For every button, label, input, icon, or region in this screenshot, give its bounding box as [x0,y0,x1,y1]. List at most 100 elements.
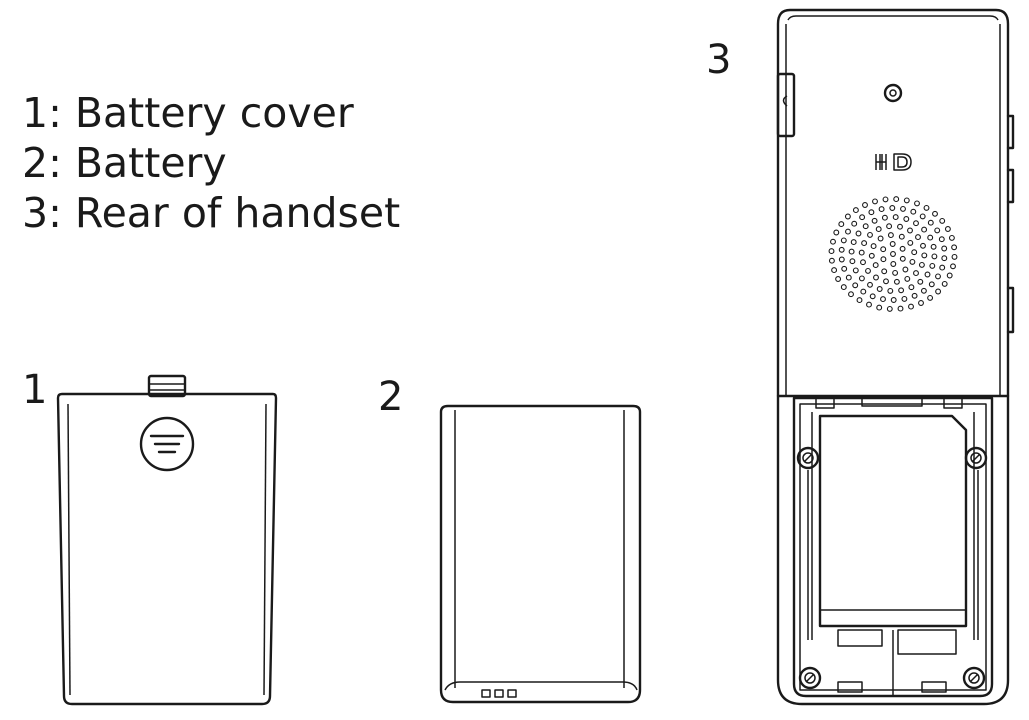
speaker-hole [903,197,910,204]
legend-item-battery-cover: 1: Battery cover [22,89,354,137]
battery-contact [494,689,504,698]
battery-contact [507,689,517,698]
speaker-hole [893,278,900,285]
speaker-hole [913,220,919,227]
speaker-hole [870,243,877,250]
speaker-hole [908,284,915,291]
speaker-hole [845,274,852,281]
speaker-hole [927,219,934,226]
screw-icon [964,446,988,470]
speaker-hole [856,297,863,304]
speaker-hole [876,304,883,311]
speaker-hole [915,234,921,241]
speaker-hole [881,214,888,221]
microphone-icon [883,83,903,103]
speaker-hole [886,223,893,230]
battery-cover-release-icon [139,416,195,472]
speaker-hole [939,217,946,224]
side-button [1006,286,1015,334]
speaker-hole [934,227,941,234]
speaker-hole [840,237,847,244]
speaker-hole [919,213,926,220]
speaker-hole [892,269,899,276]
speaker-hole [868,209,875,216]
side-button [1006,168,1015,204]
speaker-hole [918,261,925,268]
speaker-hole [914,200,920,207]
speaker-hole [890,261,897,267]
battery-cover-drawing [56,374,278,706]
speaker-hole [935,273,941,280]
speaker-hole [946,272,953,279]
speaker-hole [855,230,862,237]
label-battery-number: 2 [378,374,404,420]
handset-rear-drawing [776,8,1015,706]
label-battery-cover-number: 1 [22,367,48,413]
speaker-hole [849,258,856,265]
speaker-hole [941,245,948,252]
speaker-hole [917,278,924,285]
speaker-hole [868,252,875,259]
speaker-hole [935,288,942,295]
battery-cover-outline [56,392,278,706]
speaker-hole [869,293,876,300]
speaker-hole [838,256,845,263]
battery-connector [897,629,957,655]
speaker-hole [951,253,958,260]
speaker-hole [886,305,893,312]
speaker-hole [873,274,879,281]
speaker-hole [877,235,884,242]
speaker-hole [880,246,887,253]
legend-item-battery: 2: Battery [22,139,227,187]
speaker-hole [920,287,927,294]
speaker-hole [840,284,847,291]
speaker-hole [927,234,934,241]
speaker-hole [944,226,951,232]
speaker-hole [897,305,904,312]
speaker-hole [893,196,900,203]
speaker-hole [887,287,894,294]
battery-compartment [792,396,994,698]
speaker-hole [889,205,896,211]
speaker-hole [850,239,857,246]
speaker-hole [860,259,866,266]
legend: 1: Battery cover 2: Battery 3: Rear of h… [22,88,400,238]
battery-bay [818,414,968,628]
speaker-hole [828,257,835,264]
speaker-hole [951,244,958,251]
speaker-hole [852,282,859,289]
speaker-hole [910,208,917,215]
speaker-hole [927,294,934,301]
speaker-hole [882,196,889,203]
speaker-hole [941,255,948,262]
speaker-hole [898,233,905,240]
speaker-hole [858,249,865,256]
speaker-hole [838,246,845,253]
side-button [1006,114,1015,150]
headset-jack-cover [776,72,796,138]
speaker-hole [903,216,910,222]
speaker-hole [900,205,906,212]
battery-drawing [439,404,642,704]
speaker-hole [892,214,899,221]
speaker-hole [897,223,903,230]
speaker-hole [901,295,908,302]
speaker-hole [860,288,867,295]
speaker-hole [881,268,888,275]
speaker-hole [848,248,855,255]
hd-logo [875,153,912,171]
speaker-hole [872,198,878,205]
speaker-hole [909,258,916,265]
speaker-hole [899,245,906,252]
battery-cover-tab [147,374,187,398]
speaker-hole [911,292,918,299]
speaker-hole [890,251,896,257]
speaker-hole [859,214,866,221]
speaker-hole [907,239,914,246]
speaker-hole [948,234,955,241]
speaker-hole [902,266,909,273]
speaker-hole [861,240,868,247]
speaker-hole [845,228,851,235]
speaker-hole [867,281,873,288]
